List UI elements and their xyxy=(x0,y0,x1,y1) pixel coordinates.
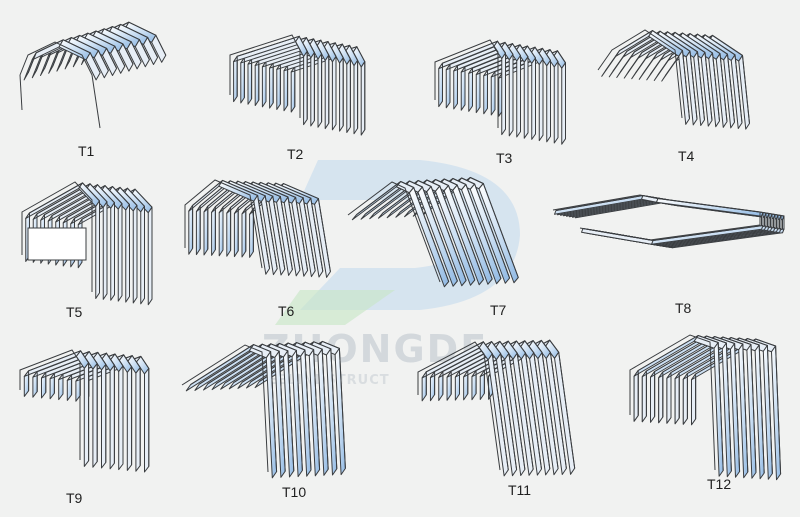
bellows-t7 xyxy=(347,176,519,288)
label-t1: T1 xyxy=(78,143,95,159)
label-t11: T11 xyxy=(508,482,532,498)
label-t9: T9 xyxy=(66,490,83,506)
bellows-t11 xyxy=(417,339,576,477)
bellows-t4 xyxy=(597,29,750,130)
bellows-t6 xyxy=(184,179,331,278)
label-t12: T12 xyxy=(707,476,732,492)
label-t7: T7 xyxy=(490,302,507,318)
bellows-t12 xyxy=(629,334,782,481)
label-t4: T4 xyxy=(678,148,695,164)
label-t2: T2 xyxy=(287,146,304,162)
bellows-t10 xyxy=(181,340,346,479)
label-t8: T8 xyxy=(675,300,692,316)
bellows-t2 xyxy=(229,34,366,136)
bellows-t1 xyxy=(19,21,167,81)
t5-window xyxy=(27,227,87,261)
label-t10: T10 xyxy=(282,484,307,500)
bellows-t9 xyxy=(19,349,150,473)
bellows-t8 xyxy=(552,194,785,249)
label-t3: T3 xyxy=(496,150,513,166)
label-t5: T5 xyxy=(66,304,83,320)
bellows-t3 xyxy=(434,39,566,145)
label-t6: T6 xyxy=(278,303,295,319)
